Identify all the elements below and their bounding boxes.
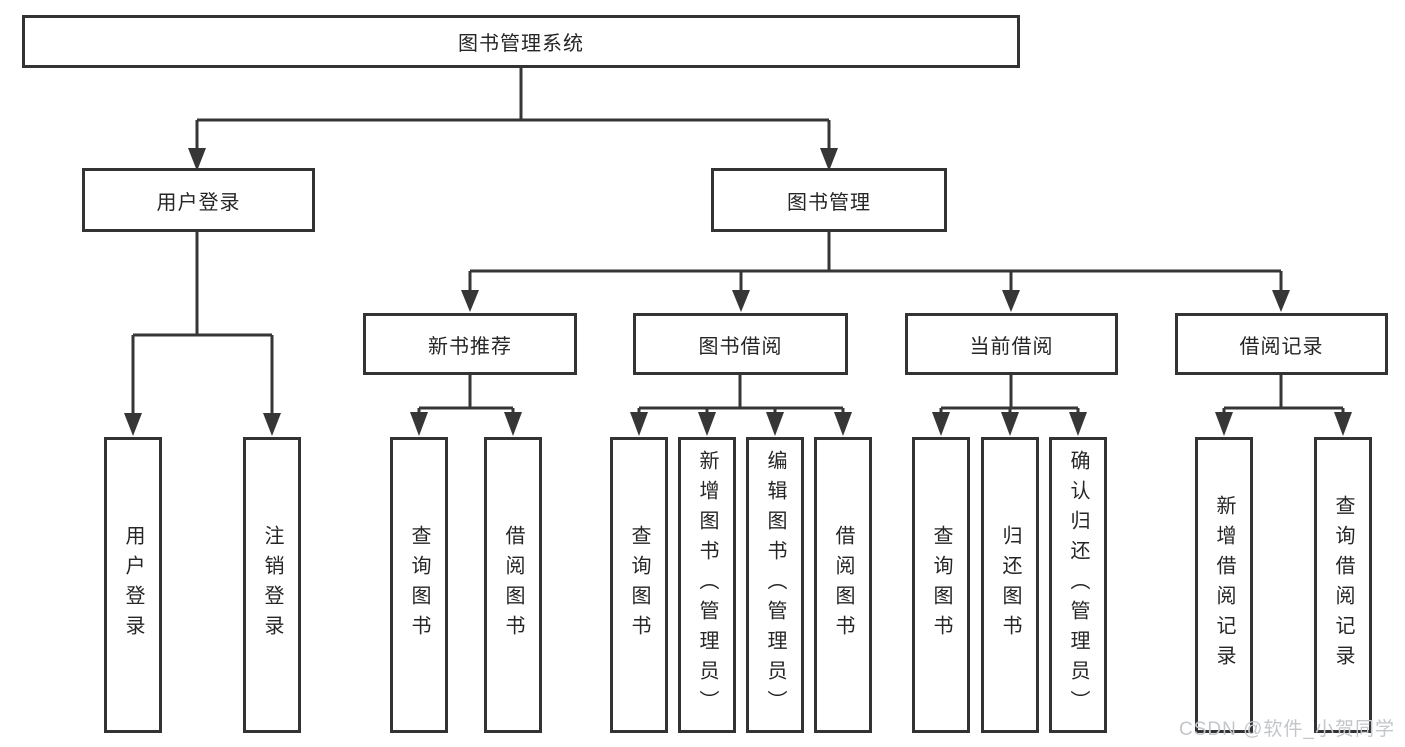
connector-current-borrow-children — [932, 375, 1087, 436]
leaf-current-query-books-label: 查询图书 — [930, 525, 952, 645]
leaf-borrow-edit-books-admin: 编辑图书（管理员） — [746, 437, 804, 733]
leaf-current-confirm-return-admin-label: 确认归还（管理员） — [1067, 450, 1089, 720]
connector-root-to-level2 — [188, 68, 838, 171]
leaf-newbooks-query-books-label: 查询图书 — [408, 525, 430, 645]
leaf-current-confirm-return-admin: 确认归还（管理员） — [1049, 437, 1107, 733]
leaf-logout-label: 注销登录 — [261, 525, 283, 645]
leaf-borrow-add-books-admin-label: 新增图书（管理员） — [696, 450, 718, 720]
node-book-mgmt-label: 图书管理 — [787, 191, 871, 214]
connector-borrow-records-children — [1215, 375, 1352, 436]
node-borrow-records-label: 借阅记录 — [1239, 335, 1324, 358]
csdn-watermark: CSDN @软件_小贺同学 — [1179, 719, 1395, 740]
leaf-newbooks-borrow-books-label: 借阅图书 — [502, 525, 524, 645]
node-user-login: 用户登录 — [82, 168, 315, 232]
node-book-mgmt: 图书管理 — [711, 168, 947, 232]
leaf-user-login: 用户登录 — [104, 437, 162, 733]
node-root-label: 图书管理系统 — [458, 33, 584, 55]
node-user-login-label: 用户登录 — [156, 191, 241, 214]
leaf-user-login-label: 用户登录 — [122, 525, 144, 645]
leaf-borrow-edit-books-admin-label: 编辑图书（管理员） — [764, 450, 786, 720]
leaf-borrow-query-books-label: 查询图书 — [628, 525, 650, 645]
node-current-borrow: 当前借阅 — [905, 313, 1118, 375]
leaf-logout: 注销登录 — [243, 437, 301, 733]
leaf-records-query-record: 查询借阅记录 — [1314, 437, 1372, 733]
node-borrow-records: 借阅记录 — [1175, 313, 1388, 375]
node-book-borrow-label: 图书借阅 — [698, 335, 783, 358]
leaf-records-add-record-label: 新增借阅记录 — [1213, 495, 1235, 675]
node-book-borrow: 图书借阅 — [633, 313, 848, 375]
leaf-current-return-books-label: 归还图书 — [999, 525, 1021, 645]
leaf-newbooks-borrow-books: 借阅图书 — [484, 437, 542, 733]
node-new-books: 新书推荐 — [363, 313, 577, 375]
leaf-records-add-record: 新增借阅记录 — [1195, 437, 1253, 733]
leaf-borrow-borrow-books: 借阅图书 — [814, 437, 872, 733]
leaf-borrow-add-books-admin: 新增图书（管理员） — [678, 437, 736, 733]
leaf-current-query-books: 查询图书 — [912, 437, 970, 733]
connector-book-borrow-children — [630, 375, 852, 436]
node-root: 图书管理系统 — [22, 15, 1020, 68]
leaf-borrow-query-books: 查询图书 — [610, 437, 668, 733]
leaf-newbooks-query-books: 查询图书 — [390, 437, 448, 733]
connector-new-books-children — [410, 375, 522, 436]
leaf-records-query-record-label: 查询借阅记录 — [1332, 495, 1354, 675]
node-current-borrow-label: 当前借阅 — [969, 335, 1054, 358]
leaf-current-return-books: 归还图书 — [981, 437, 1039, 733]
connector-user-login-children — [124, 232, 281, 436]
connector-book-mgmt-children — [461, 232, 1290, 312]
node-new-books-label: 新书推荐 — [428, 335, 512, 358]
leaf-borrow-borrow-books-label: 借阅图书 — [832, 525, 854, 645]
